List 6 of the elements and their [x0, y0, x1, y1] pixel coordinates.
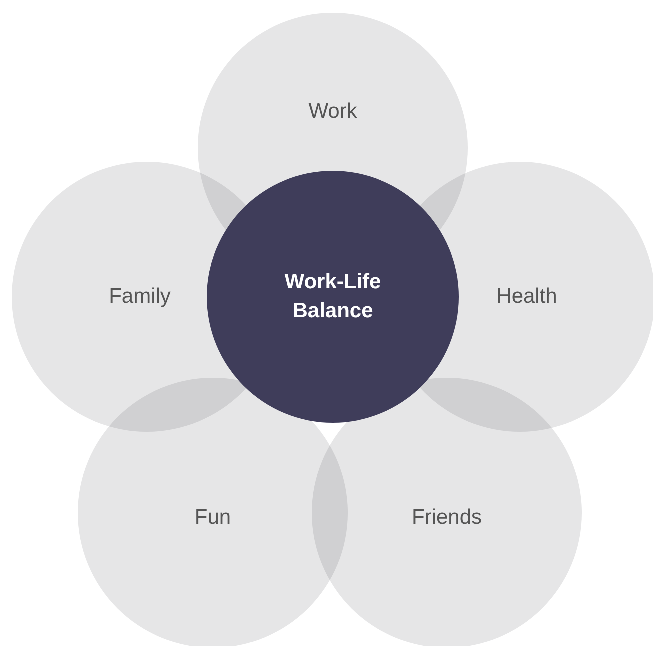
- circle-label: Fun: [194, 506, 232, 530]
- circle-label: Health: [496, 285, 558, 309]
- center-label: Work-Life Balance: [258, 268, 408, 326]
- circle-label: Family: [109, 285, 171, 309]
- circle-label: Friends: [412, 506, 482, 530]
- circle-label: Work: [308, 100, 358, 124]
